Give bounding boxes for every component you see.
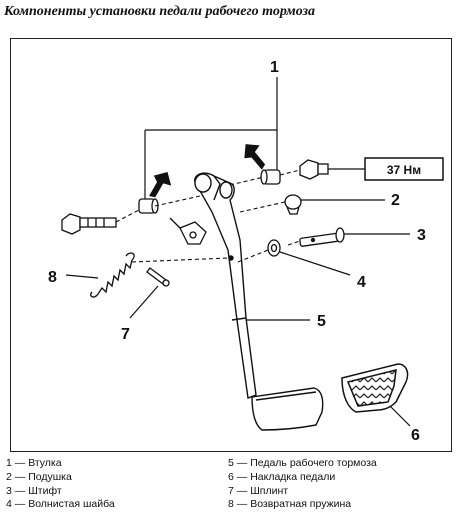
diagram-frame bbox=[10, 38, 452, 452]
bushing-left bbox=[138, 198, 159, 214]
arrow-left-bushing bbox=[149, 172, 172, 198]
legend-item: 5 — Педаль рабочего тормоза bbox=[228, 457, 377, 469]
pedal-pad-base bbox=[251, 387, 324, 431]
cotter-pin bbox=[146, 267, 170, 287]
callout-4: 4 bbox=[357, 274, 366, 291]
callout-1-leader bbox=[144, 77, 278, 200]
callout-3: 3 bbox=[417, 227, 426, 244]
legend-column-right: 5 — Педаль рабочего тормоза 6 — Накладка… bbox=[228, 457, 377, 512]
pedal-pad bbox=[341, 363, 409, 413]
callout-8: 8 bbox=[48, 269, 57, 286]
pedal-clevis bbox=[169, 217, 207, 245]
pivot-axis-line bbox=[115, 169, 301, 223]
brake-pedal-arm bbox=[194, 172, 257, 399]
legend-item: 8 — Возвратная пружина bbox=[228, 498, 352, 511]
torque-box bbox=[364, 157, 444, 181]
callout-1: 1 bbox=[270, 59, 279, 76]
legend-item: 2 — Подушка bbox=[6, 470, 72, 483]
torque-label: 37 Нм bbox=[387, 163, 421, 177]
pivot-bolt bbox=[61, 213, 117, 235]
pin bbox=[299, 227, 345, 247]
callout-6: 6 bbox=[411, 427, 420, 444]
callout-7: 7 bbox=[121, 326, 130, 343]
legend-item: 6 — Накладка педали bbox=[228, 470, 336, 483]
legend-item: 4 — Волнистая шайба bbox=[6, 498, 115, 511]
arrow-right-bushing bbox=[244, 144, 266, 170]
legend-item: 1 — Втулка bbox=[6, 457, 62, 469]
wave-washer bbox=[267, 239, 281, 257]
return-spring bbox=[90, 252, 135, 298]
callout-5: 5 bbox=[317, 313, 326, 330]
legend-item: 3 — Штифт bbox=[6, 484, 62, 497]
cushion bbox=[284, 194, 302, 215]
callout-2: 2 bbox=[391, 192, 400, 209]
legend-column-left: 1 — Втулка 2 — Подушка 3 — Штифт 4 — Вол… bbox=[6, 457, 115, 512]
page-title: Компоненты установки педали рабочего тор… bbox=[4, 4, 316, 19]
bushing-right bbox=[260, 169, 281, 185]
nut bbox=[299, 159, 329, 180]
legend-item: 7 — Шплинт bbox=[228, 484, 289, 497]
